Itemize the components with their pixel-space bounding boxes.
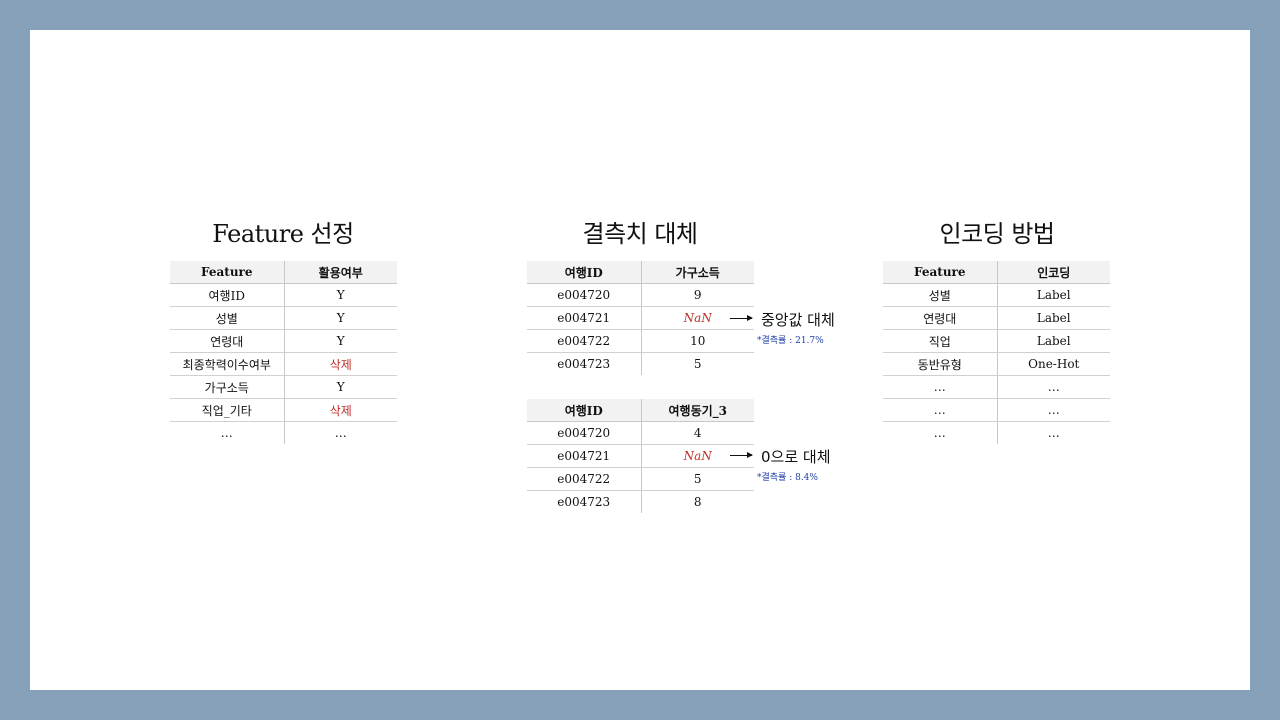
median-replace-note: 중앙값 대체	[761, 311, 835, 329]
column-header: 여행동기_3	[641, 399, 754, 422]
trip-id-cell: e004721	[527, 444, 642, 468]
feature-cell: 직업_기타	[170, 398, 285, 422]
table-row: 성별 Label	[883, 283, 1110, 307]
slide: Feature 선정 Feature 활용여부 여행ID Y 성별 Y 연령대 …	[30, 30, 1250, 690]
column-header: Feature	[883, 261, 998, 284]
table-row: 성별 Y	[170, 306, 397, 330]
right-arrow-icon	[730, 315, 753, 321]
feature-cell: …	[170, 421, 285, 444]
feature-cell: 성별	[170, 306, 285, 330]
table-header-row: 여행ID 가구소득	[527, 261, 754, 284]
feature-cell: …	[883, 421, 998, 444]
feature-selection-table: Feature 활용여부 여행ID Y 성별 Y 연령대 Y 최종학력이수여부 …	[170, 261, 397, 444]
usage-cell: Y	[284, 329, 397, 353]
value-cell: 4	[641, 421, 754, 445]
encoding-cell: Label	[997, 283, 1110, 307]
missing-rate-note: *결측률 : 8.4%	[757, 473, 818, 483]
table-row: 직업 Label	[883, 329, 1110, 353]
encoding-cell: …	[997, 375, 1110, 399]
table-row: 가구소득 Y	[170, 375, 397, 399]
trip-id-cell: e004721	[527, 306, 642, 330]
feature-cell: 최종학력이수여부	[170, 352, 285, 376]
encoding-cell: Label	[997, 306, 1110, 330]
feature-cell: 직업	[883, 329, 998, 353]
table-header-row: Feature 인코딩	[883, 261, 1110, 284]
table-row: … …	[883, 421, 1110, 444]
usage-cell: Y	[284, 283, 397, 307]
table-row: 동반유형 One-Hot	[883, 352, 1110, 376]
zero-replace-note: 0으로 대체	[761, 448, 831, 466]
table-row: … …	[883, 398, 1110, 422]
nan-value-cell: NaN	[641, 306, 754, 330]
feature-cell: …	[883, 398, 998, 422]
right-arrow-icon	[730, 452, 753, 458]
table-row: … …	[883, 375, 1110, 399]
value-cell: 9	[641, 283, 754, 307]
deleted-badge: 삭제	[284, 352, 397, 376]
table-row: 연령대 Y	[170, 329, 397, 353]
table-row: e004723 5	[527, 352, 754, 375]
encoding-cell: …	[997, 398, 1110, 422]
column-header: 여행ID	[527, 399, 642, 422]
feature-selection-title: Feature 선정	[212, 220, 354, 248]
feature-cell: 동반유형	[883, 352, 998, 376]
table-header-row: Feature 활용여부	[170, 261, 397, 284]
trip-id-cell: e004720	[527, 283, 642, 307]
column-header: 인코딩	[997, 261, 1110, 284]
feature-cell: …	[883, 375, 998, 399]
trip-id-cell: e004720	[527, 421, 642, 445]
table-row: … …	[170, 421, 397, 444]
table-row: 연령대 Label	[883, 306, 1110, 330]
column-header: Feature	[170, 261, 285, 284]
table-row: e004721 NaN	[527, 306, 754, 330]
value-cell: 5	[693, 357, 702, 371]
value-cell: 8	[693, 495, 702, 509]
nan-value-cell: NaN	[641, 444, 754, 468]
feature-cell: 가구소득	[170, 375, 285, 399]
table-row: 최종학력이수여부 삭제	[170, 352, 397, 376]
encoding-table: Feature 인코딩 성별 Label 연령대 Label 직업 Label …	[883, 261, 1110, 444]
value-cell: 5	[641, 467, 754, 491]
trip-id-cell: e004723	[527, 490, 642, 513]
table-row: 여행ID Y	[170, 283, 397, 307]
column-header: 가구소득	[641, 261, 754, 284]
usage-cell: Y	[284, 306, 397, 330]
motivation-missing-table: 여행ID 여행동기_3 e004720 4 e004721 NaN e00472…	[527, 399, 754, 513]
feature-cell: 성별	[883, 283, 998, 307]
trip-id-cell: e004723	[527, 352, 642, 375]
deleted-badge: 삭제	[284, 398, 397, 422]
missing-value-title: 결측치 대체	[582, 220, 698, 248]
table-row: 직업_기타 삭제	[170, 398, 397, 422]
encoding-cell: One-Hot	[997, 352, 1110, 376]
table-header-row: 여행ID 여행동기_3	[527, 399, 754, 422]
encoding-method-title: 인코딩 방법	[939, 220, 1055, 248]
value-cell: 10	[641, 329, 754, 353]
usage-cell: …	[334, 426, 347, 440]
column-header: 여행ID	[527, 261, 642, 284]
feature-cell: 여행ID	[170, 283, 285, 307]
table-row: e004722 10	[527, 329, 754, 353]
trip-id-cell: e004722	[527, 329, 642, 353]
column-header: 활용여부	[284, 261, 397, 284]
feature-cell: 연령대	[170, 329, 285, 353]
encoding-cell: Label	[997, 329, 1110, 353]
table-row: e004723 8	[527, 490, 754, 513]
encoding-cell: …	[1047, 426, 1060, 440]
trip-id-cell: e004722	[527, 467, 642, 491]
table-row: e004722 5	[527, 467, 754, 491]
table-row: e004721 NaN	[527, 444, 754, 468]
usage-cell: Y	[284, 375, 397, 399]
table-row: e004720 4	[527, 421, 754, 445]
table-row: e004720 9	[527, 283, 754, 307]
income-missing-table: 여행ID 가구소득 e004720 9 e004721 NaN e004722 …	[527, 261, 754, 375]
missing-rate-note: *결측률 : 21.7%	[757, 336, 824, 346]
feature-cell: 연령대	[883, 306, 998, 330]
